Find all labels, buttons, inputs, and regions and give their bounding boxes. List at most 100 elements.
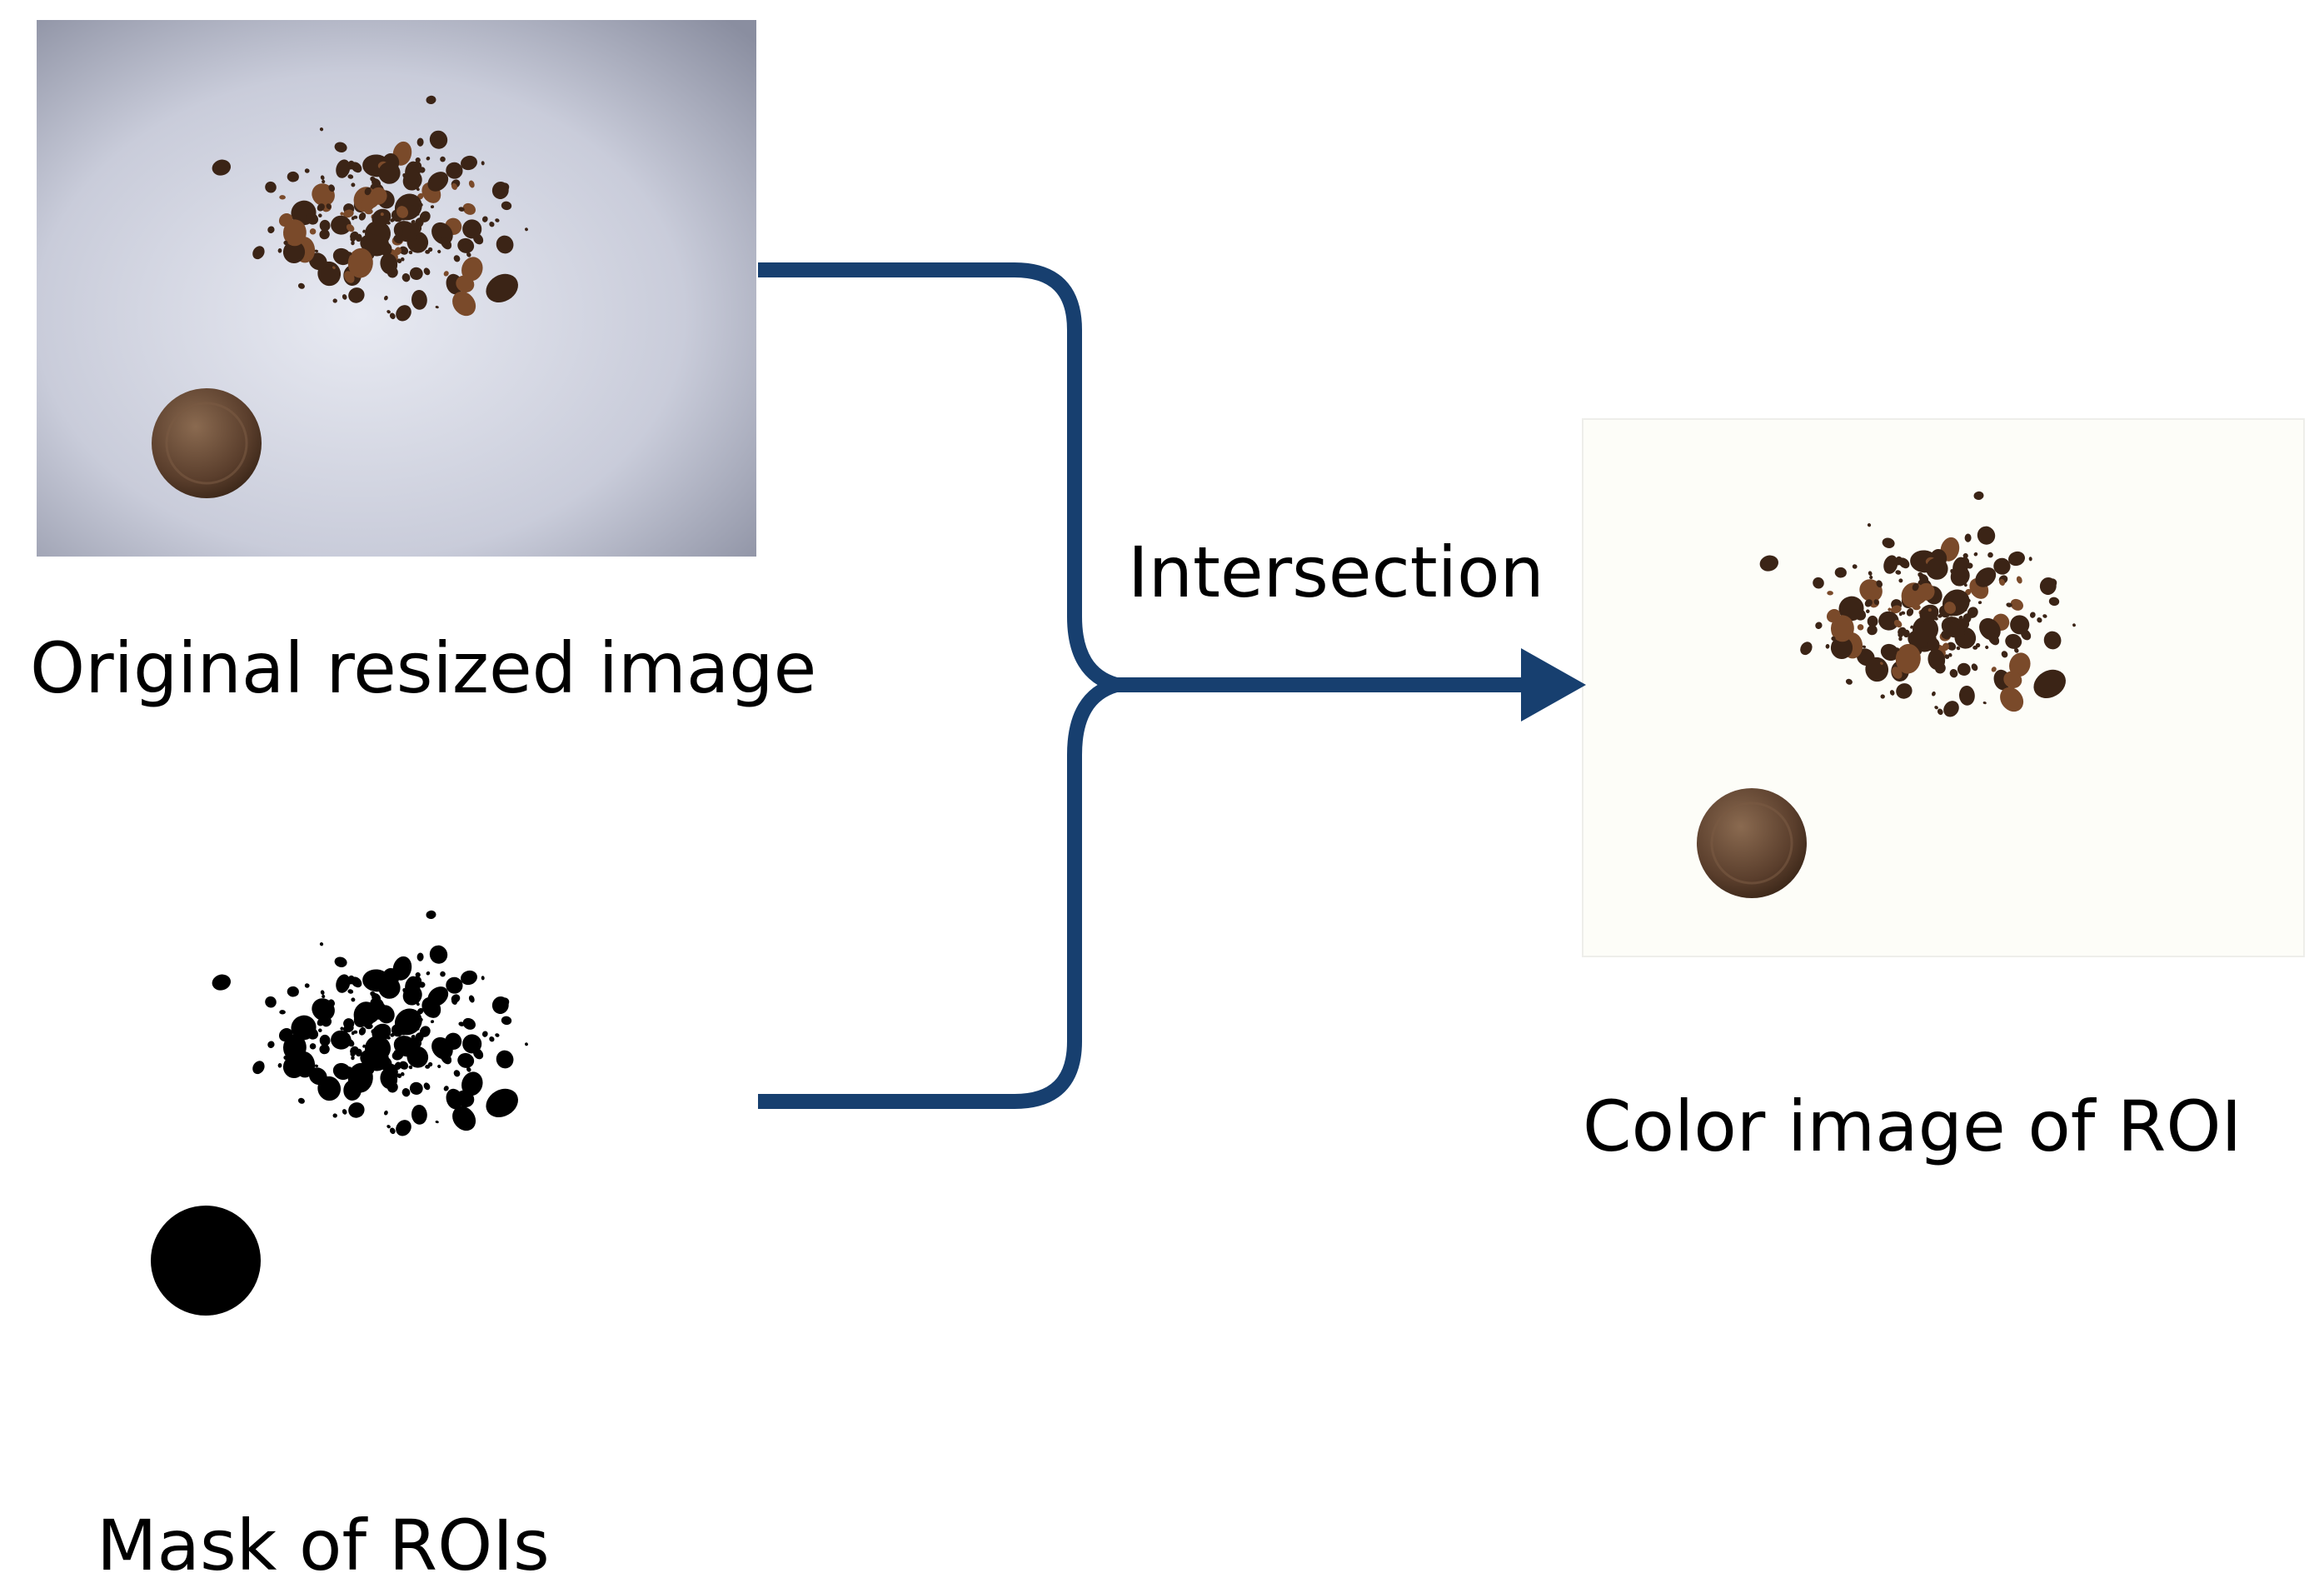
particle	[1888, 607, 1892, 612]
particle	[358, 1111, 363, 1116]
particle	[461, 1071, 483, 1096]
particle	[408, 1037, 422, 1049]
particle	[1857, 624, 1864, 631]
particle	[466, 252, 471, 257]
particle	[380, 253, 398, 275]
particle	[342, 1109, 347, 1115]
particle	[500, 182, 510, 192]
particle	[1878, 611, 1899, 631]
particle	[1895, 570, 1902, 575]
particle	[1845, 678, 1853, 685]
particle	[1868, 571, 1873, 577]
particle	[407, 1020, 419, 1031]
particle	[347, 247, 373, 278]
particle	[346, 223, 355, 232]
particle	[481, 161, 485, 166]
particle	[396, 1120, 411, 1136]
particle	[328, 184, 336, 192]
particle	[1830, 637, 1853, 659]
particle	[464, 223, 470, 229]
particle	[265, 181, 277, 193]
particle	[332, 247, 352, 266]
particle	[415, 157, 421, 163]
particle	[501, 1016, 512, 1026]
particle	[317, 213, 322, 218]
particle	[496, 235, 514, 254]
particle	[346, 1038, 355, 1047]
particle	[1951, 617, 1957, 623]
particle	[405, 161, 421, 182]
particle	[466, 1066, 471, 1072]
particle	[340, 212, 344, 216]
particle	[481, 976, 485, 981]
particle	[1880, 694, 1885, 699]
particle	[409, 1081, 423, 1096]
particle	[282, 1056, 306, 1078]
particle	[265, 996, 277, 1008]
particle	[453, 1070, 461, 1077]
particle	[277, 1063, 282, 1068]
particle	[2009, 652, 2031, 677]
particle	[394, 1061, 401, 1071]
particle	[287, 986, 299, 997]
particle	[1893, 619, 1903, 628]
particle	[1926, 557, 1948, 580]
particle	[389, 312, 396, 320]
particle	[355, 1048, 362, 1057]
particle	[464, 1038, 470, 1044]
particle	[1971, 663, 1978, 672]
particle	[385, 220, 391, 225]
particle	[252, 246, 265, 260]
particle	[2028, 557, 2032, 562]
particle	[435, 306, 439, 309]
particle	[473, 233, 484, 245]
particle	[355, 233, 362, 242]
particle	[1880, 643, 1899, 662]
particle	[501, 201, 512, 211]
particle	[282, 1034, 307, 1061]
particle	[336, 159, 351, 178]
particle	[331, 215, 352, 235]
particle	[395, 1041, 403, 1051]
particle	[394, 173, 400, 178]
particle	[1963, 630, 1968, 636]
mask-image-background	[37, 833, 756, 1373]
particle	[347, 174, 354, 179]
particle	[279, 1010, 286, 1015]
particle	[358, 212, 367, 221]
particle	[1962, 552, 1968, 559]
particle	[1898, 578, 1903, 583]
particle	[351, 182, 356, 187]
particle	[1867, 523, 1872, 527]
particle	[326, 203, 332, 210]
particle	[2009, 638, 2018, 647]
particle	[1937, 708, 1943, 716]
particle	[282, 219, 307, 247]
particle	[495, 1033, 500, 1037]
particle	[473, 1048, 484, 1060]
particle	[1800, 642, 1813, 656]
particle	[456, 275, 475, 293]
particle	[1957, 662, 1971, 677]
particle	[2047, 578, 2057, 588]
particle	[1895, 647, 1900, 652]
particle	[340, 1026, 344, 1031]
particle	[443, 1086, 449, 1091]
particle	[2021, 629, 2032, 641]
particle	[334, 956, 347, 967]
particle	[1928, 608, 1932, 612]
particle	[2042, 614, 2047, 618]
particle	[332, 1062, 352, 1081]
particle	[364, 187, 372, 196]
particle	[1880, 662, 1883, 665]
particle	[396, 1073, 402, 1079]
particle	[1895, 643, 1921, 674]
particle	[2003, 671, 2022, 689]
particle	[1869, 575, 1873, 580]
particle	[409, 267, 423, 281]
particle	[347, 1066, 352, 1071]
particle	[440, 237, 452, 250]
roi-image-background	[1582, 418, 2305, 957]
particle	[380, 1068, 398, 1090]
particle	[2016, 576, 2022, 584]
